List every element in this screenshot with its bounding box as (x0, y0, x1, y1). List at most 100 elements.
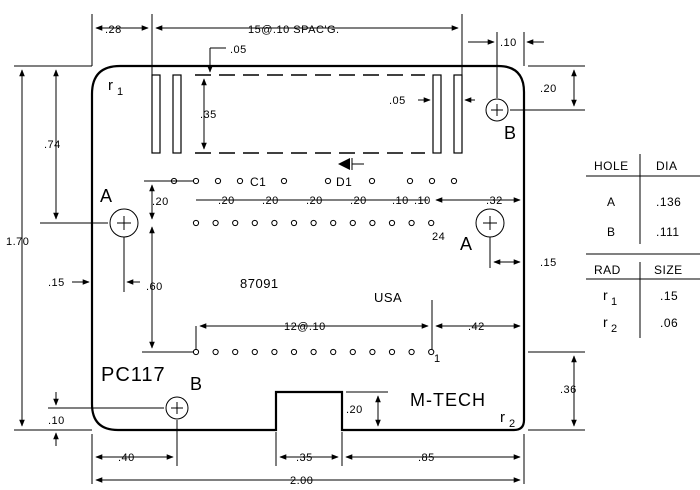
top-right-slots (432, 74, 463, 154)
connector-pin-bottom (192, 348, 200, 356)
hole-table-header-hole: HOLE (594, 159, 629, 173)
label-hole-b-top: B (504, 123, 517, 143)
component-pad (280, 177, 288, 185)
connector-pin-top (290, 219, 298, 227)
label-board-name: PC117 (101, 364, 166, 386)
label-r1: r (108, 77, 113, 94)
dim-074: .74 (44, 139, 61, 151)
dim-020-notch: .20 (346, 404, 363, 416)
dim-010-top: .10 (500, 37, 517, 49)
dim-010-left: .10 (48, 415, 65, 427)
radius-table-row-1-size: .15 (660, 289, 678, 303)
radius-table-row-1-sub: 1 (611, 296, 618, 308)
slot-dashed-outline (195, 74, 425, 154)
component-pad (214, 177, 222, 185)
label-pin-1: 1 (434, 353, 441, 365)
dim-pitch-3: .20 (306, 195, 323, 207)
radius-table-row-2-rad: r (603, 314, 608, 330)
dim-060: .60 (146, 281, 163, 293)
component-pad (406, 177, 414, 185)
label-r2: r (500, 409, 505, 426)
hole-table-row-a-dia: .136 (656, 195, 681, 209)
dim-028: .28 (105, 24, 122, 36)
dim-032: .32 (486, 195, 503, 207)
dim-pitch-5: .10 (392, 195, 409, 207)
dimension-lines (14, 14, 700, 484)
dim-12-spacing: 12@.10 (284, 321, 326, 333)
label-r2-sub: 2 (509, 418, 516, 430)
dim-pitch-2: .20 (262, 195, 279, 207)
connector-pin-top (428, 219, 435, 227)
radius-table-row-1-rad: r (603, 287, 608, 303)
dim-036: .36 (560, 384, 577, 396)
label-country: USA (374, 290, 402, 305)
dim-015-left: .15 (48, 277, 65, 289)
label-part-number: 87091 (240, 276, 279, 291)
hole-b-top (485, 98, 509, 122)
board-outline (90, 64, 526, 432)
dim-035: .35 (200, 109, 217, 121)
radius-table-header-size: SIZE (654, 263, 683, 277)
connector-pin-top (192, 219, 200, 227)
dim-020-hole: .20 (152, 196, 169, 208)
connector-pin-top (408, 219, 415, 227)
connector-pin-bottom (428, 348, 435, 356)
connector-pin-bottom (212, 348, 219, 356)
component-pad (324, 177, 332, 185)
label-maker: M-TECH (410, 390, 486, 410)
radius-table-header-rad: RAD (594, 263, 621, 277)
hole-table-row-a-hole: A (607, 195, 616, 209)
connector-pin-bottom (408, 348, 415, 356)
component-pad (236, 177, 244, 185)
dim-005-top: .05 (230, 44, 247, 56)
dim-020-right: .20 (540, 83, 557, 95)
dim-035-bottom: .35 (296, 452, 313, 464)
label-pin-24: 24 (432, 231, 445, 243)
hole-a-right (475, 208, 505, 238)
label-hole-a-left: A (100, 186, 113, 206)
label-r1-sub: 1 (117, 86, 124, 98)
dimension-labels: .28 15@.10 SPAC'G. .10 .05 .20 .35 .05 .… (6, 24, 577, 487)
connector-pin-bottom (388, 348, 396, 356)
component-pad (192, 177, 200, 185)
connector-pin-top (212, 219, 219, 227)
connector-pin-bottom (330, 348, 337, 356)
connector-pin-top (349, 219, 356, 227)
label-c1: C1 (250, 175, 266, 189)
hole-table: HOLE DIA A .136 B .111 (594, 159, 681, 239)
connector-pin-bottom (369, 348, 376, 356)
label-hole-b-bottom: B (190, 374, 203, 394)
connector-pin-top (388, 219, 396, 227)
label-d1: D1 (336, 175, 352, 189)
radius-table: RAD SIZE r 1 .15 r 2 .06 (594, 263, 683, 335)
connector-pin-top (369, 219, 376, 227)
hole-table-row-b-dia: .111 (656, 225, 680, 239)
component-pad (450, 177, 458, 185)
connector-pin-bottom (271, 348, 278, 356)
dim-015-right: .15 (540, 257, 557, 269)
dim-085: .85 (418, 452, 435, 464)
connector-pin-bottom (290, 348, 298, 356)
top-left-slots (151, 74, 182, 154)
connector-pin-top (271, 219, 278, 227)
hole-a-left (109, 208, 139, 238)
dim-pitch-6: .10 (414, 195, 431, 207)
connector-pin-top (251, 219, 258, 227)
dim-040: .40 (118, 452, 135, 464)
board-labels: r 1 r 2 B A A B C1 D1 24 1 87091 USA PC1… (100, 77, 517, 430)
dim-042: .42 (468, 321, 485, 333)
component-pad (368, 177, 376, 185)
dim-pitch-1: .20 (218, 195, 235, 207)
dim-005-right: .05 (389, 95, 406, 107)
hole-table-row-b-hole: B (607, 225, 616, 239)
radius-table-row-2-sub: 2 (611, 323, 618, 335)
radius-table-row-2-size: .06 (660, 316, 678, 330)
hole-table-header-dia: DIA (656, 159, 678, 173)
connector-pin-top (232, 219, 239, 227)
label-hole-a-right: A (460, 234, 473, 254)
connector-pin-bottom (310, 348, 317, 356)
connector-pin-top (330, 219, 337, 227)
dim-top-spacing: 15@.10 SPAC'G. (248, 24, 340, 36)
component-pad (428, 177, 436, 185)
